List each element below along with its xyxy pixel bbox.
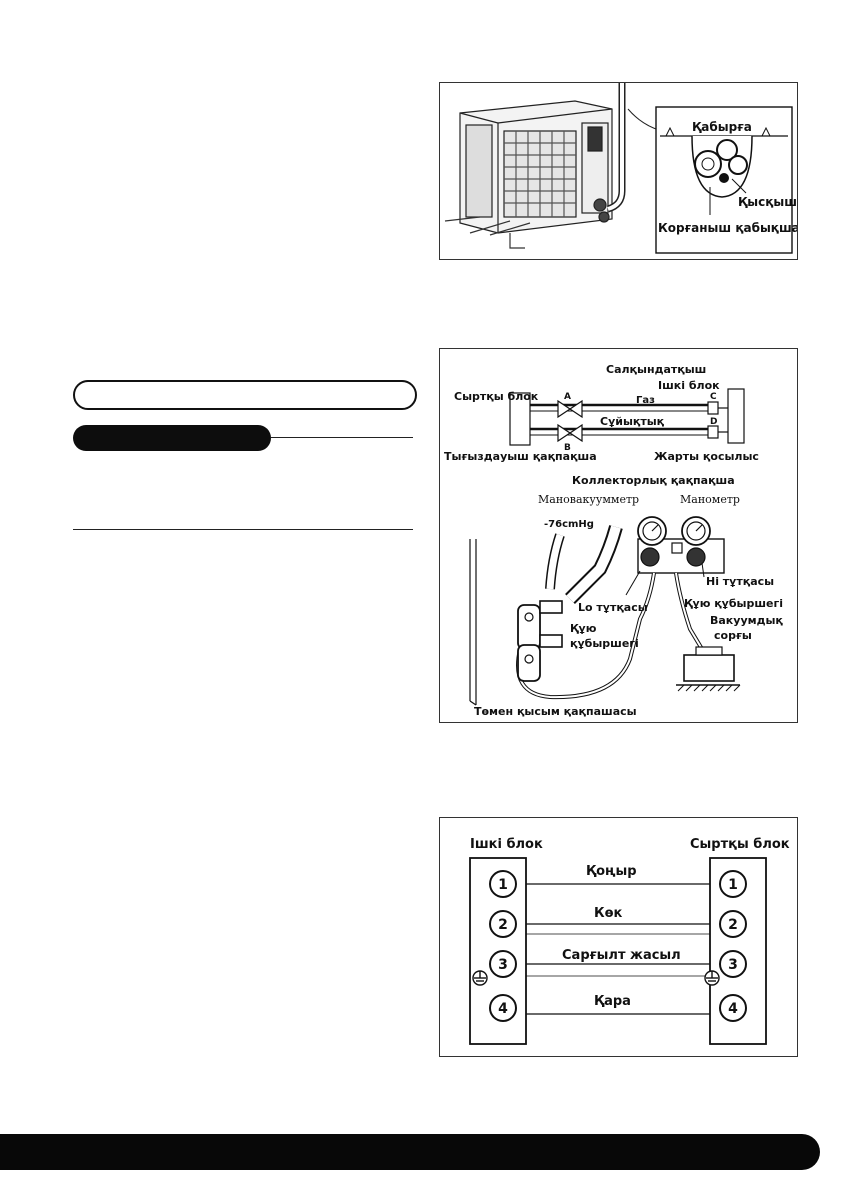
section-heading-frame [73, 380, 417, 410]
wire-label-blue: Көк [594, 906, 623, 921]
section-divider [73, 529, 413, 530]
indoor-terminal-4: 4 [498, 1001, 508, 1017]
wiring-diagram: Ішкі блок Сыртқы блок Қоңыр Көк Сарғылт … [469, 837, 790, 1045]
indoor-terminal-3: 3 [498, 957, 508, 973]
charge-hose-left-label-line2: құбыршегі [570, 637, 639, 650]
outdoor-terminal-2: 2 [728, 917, 738, 933]
charge-hose-right-label: Құю құбыршегі [684, 597, 783, 610]
low-pressure-valve-label: Төмен қысым қақпашасы [474, 705, 637, 718]
outdoor-terminal-3: 3 [728, 957, 738, 973]
wire-label-yellow-green: Сарғылт жасыл [562, 948, 681, 963]
gas-label: Газ [636, 395, 655, 406]
outdoor-unit-title: Сыртқы блок [690, 837, 790, 852]
protective-sleeve-label: Корғаныш қабықша [658, 221, 797, 235]
subsection-heading-tab [73, 425, 271, 451]
lo-handle-label: Lo тұтқасы [578, 601, 648, 614]
refrigerant-label: Салқындатқыш [606, 363, 706, 376]
indoor-unit-label: Ішкі блок [658, 379, 720, 392]
figure-wall-mounting: Қабырға Қысқыш Корғаныш қабықша [439, 82, 798, 260]
wire-label-brown: Қоңыр [586, 864, 637, 879]
subsection-rule [271, 437, 413, 438]
port-c-label: C [710, 392, 717, 402]
figure-wiring-diagram: Ішкі блок Сыртқы блок Қоңыр Көк Сарғылт … [439, 817, 798, 1057]
wall-mounting-illustration: Қабырға Қысқыш Корғаныш қабықша [444, 83, 797, 254]
charge-hose-left-label-line1: Құю [570, 622, 597, 635]
valve-b-label: B [564, 443, 571, 453]
indoor-ground-icon [472, 970, 488, 986]
gauge-reading: -76cmHg [544, 519, 594, 530]
pressure-gauge-label: Манометр [680, 493, 740, 506]
liquid-label: Сұйықтық [600, 415, 665, 428]
vacuum-pump-label-line1: Вакуумдық [710, 614, 783, 627]
outdoor-ground-icon [704, 970, 720, 986]
vacuum-pump-label-line2: сорғы [714, 629, 752, 642]
hi-handle-label: Hi тұтқасы [706, 575, 774, 588]
vacuum-procedure-diagram: Салқындатқыш Ішкі блок Сыртқы блок Газ С… [444, 363, 783, 718]
indoor-terminal-1: 1 [498, 877, 508, 893]
valve-a-label: A [564, 392, 571, 402]
vacuum-gauge-label: Мановакуумметр [538, 493, 639, 506]
half-connection-label: Жарты қосылыс [654, 450, 759, 463]
outdoor-terminal-4: 4 [728, 1001, 738, 1017]
indoor-terminal-2: 2 [498, 917, 508, 933]
wire-label-black: Қара [594, 994, 631, 1009]
outdoor-unit-label: Сыртқы блок [454, 390, 539, 403]
clamp-label: Қысқыш [738, 195, 797, 209]
manifold-valve-label: Коллекторлық қақпақша [572, 474, 735, 487]
outdoor-terminal-1: 1 [728, 877, 738, 893]
port-d-label: D [710, 417, 717, 427]
figure-vacuum-procedure: Салқындатқыш Ішкі блок Сыртқы блок Газ С… [439, 348, 798, 723]
indoor-unit-title: Ішкі блок [470, 837, 543, 852]
wall-label: Қабырға [692, 120, 752, 134]
page-footer-bar [0, 1134, 820, 1170]
sealing-valve-label: Тығыздауыш қақпақша [444, 450, 597, 463]
